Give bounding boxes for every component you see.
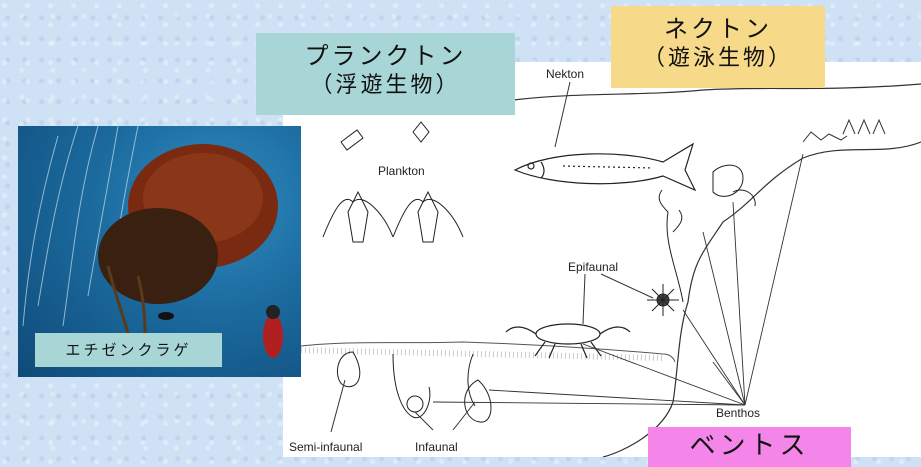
plankton-drawings: [322, 121, 464, 243]
diagram-illustration: Nekton Plankton Epifaunal Benthos Semi-i…: [289, 67, 921, 457]
marine-life-diagram: Nekton Plankton Epifaunal Benthos Semi-i…: [283, 62, 921, 457]
benthos-pointer-lines: [432, 153, 804, 406]
semi-infaunal-label: Semi-infaunal: [289, 440, 362, 454]
jellyfish-illustration: [22, 126, 283, 367]
nekton-label: Nekton: [546, 67, 584, 81]
slope-line: [602, 141, 921, 457]
infaunal-pointers: [414, 401, 476, 431]
plankton-label: Plankton: [378, 164, 425, 178]
sediment-texture: [292, 347, 664, 361]
plankton-subtitle: （浮遊生物）: [310, 73, 461, 98]
benthos-title: ベントス: [689, 431, 810, 461]
sea-floor-line: [292, 341, 676, 363]
kelp-drawing: [658, 164, 756, 303]
nekton-label-box: ネクトン （遊泳生物）: [611, 6, 825, 88]
coastal-rocks: [802, 118, 886, 143]
benthos-label: Benthos: [716, 406, 760, 420]
nekton-subtitle: （遊泳生物）: [642, 46, 793, 71]
semi-infaunal-pointer: [330, 379, 346, 433]
sea-surface-line: [512, 83, 921, 101]
epifaunal-pointers: [582, 273, 654, 325]
plankton-title: プランクトン: [304, 42, 467, 70]
photo-caption: エチゼンクラゲ: [35, 333, 222, 367]
epifaunal-label: Epifaunal: [568, 260, 618, 274]
sea-urchin-drawing: [647, 284, 679, 316]
plankton-label-box: プランクトン （浮遊生物）: [256, 33, 515, 115]
nekton-title: ネクトン: [664, 15, 772, 43]
infaunal-label: Infaunal: [415, 440, 458, 454]
benthos-label-box: ベントス: [648, 427, 851, 467]
crab-drawing: [505, 323, 631, 359]
fish-drawing: [513, 142, 697, 192]
nekton-pointer: [554, 81, 571, 148]
